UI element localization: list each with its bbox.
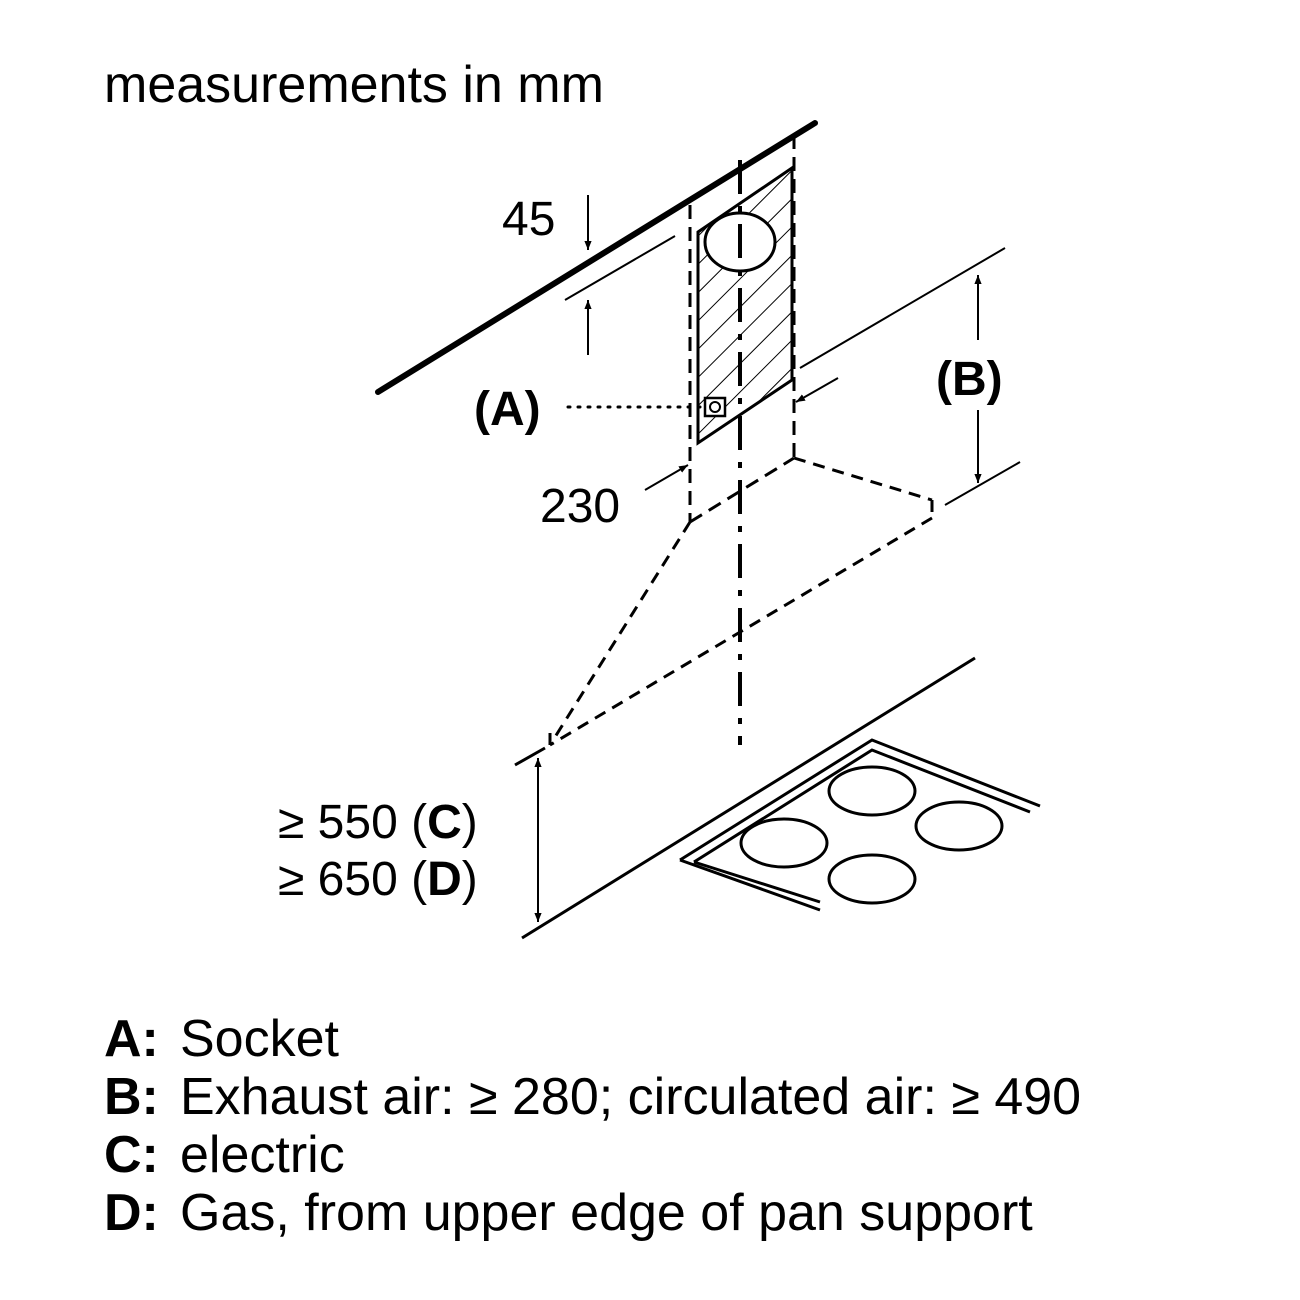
label-a-text: (A) [474,383,541,436]
legend-key: B: [104,1068,159,1126]
dim-45-lines [564,195,676,355]
dim-c-label: ≥ 550 (C) [278,796,478,849]
legend-item-a: A: Socket [104,1010,1081,1068]
legend-text: Exhaust air: ≥ 280; circulated air: ≥ 49… [180,1068,1082,1126]
dim-230-lines [644,377,839,491]
legend-text: Gas, from upper edge of pan support [180,1184,1033,1242]
legend-text: Socket [180,1010,339,1068]
burner-back [827,765,917,817]
diagram-title: measurements in mm [104,56,604,114]
dim-45-label: 45 [502,193,555,246]
countertop [514,656,976,940]
dim-230-label: 230 [540,480,620,533]
dim-d-suffix: ) [462,853,478,906]
burner-front [827,853,917,905]
legend-item-b: B: Exhaust air: ≥ 280; circulated air: ≥ … [104,1068,1081,1126]
dim-c-suffix: ) [462,796,478,849]
legend: A: Socket B: Exhaust air: ≥ 280; circulate… [104,1010,1081,1242]
label-a: (A) [474,383,541,436]
burner-left [739,817,829,869]
dim-d-prefix: ≥ 650 ( [278,853,427,906]
chimney-outline [688,135,796,524]
hob-burners [739,765,1004,905]
socket-icon [703,396,727,418]
burner-right [914,800,1004,852]
legend-item-d: D: Gas, from upper edge of pan support [104,1184,1081,1242]
dim-c-key: C [427,796,462,849]
legend-item-c: C: electric [104,1126,1081,1184]
dim-b-lines [799,247,1021,506]
label-b: (B) [936,353,1003,406]
dim-d-key: D [427,853,462,906]
hood-outline [548,456,934,747]
dim-c-prefix: ≥ 550 ( [278,796,427,849]
legend-key: C: [104,1126,159,1184]
legend-key: A: [104,1010,159,1068]
legend-key: D: [104,1184,159,1242]
legend-text: electric [180,1126,345,1184]
ceiling-line [375,120,818,395]
dim-d-label: ≥ 650 (D) [278,853,478,906]
label-b-text: (B) [936,353,1003,406]
hob [679,738,1041,912]
